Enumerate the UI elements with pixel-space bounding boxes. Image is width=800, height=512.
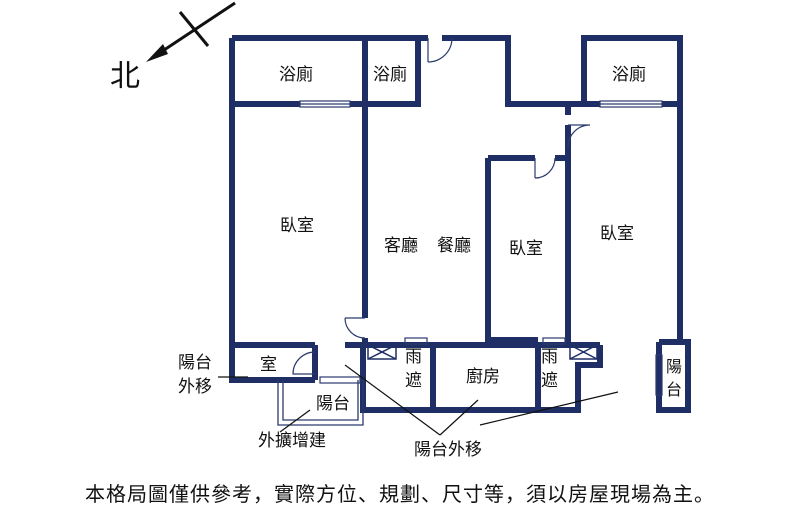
awning-right-wall xyxy=(535,345,603,413)
balcony-right-wall xyxy=(656,339,691,413)
floor-plan: 北 xyxy=(110,1,691,460)
window-awning-left xyxy=(404,337,428,345)
extension-outline xyxy=(277,380,364,426)
door-entry xyxy=(427,37,453,63)
room-bedroom-right: 臥室 xyxy=(600,224,634,244)
room-balcony-right-1: 陽 xyxy=(666,357,682,376)
door-bedroom-left xyxy=(344,317,366,339)
door-corridor xyxy=(567,124,591,148)
room-balcony-right-2: 台 xyxy=(666,380,682,399)
leader-lines xyxy=(218,364,619,436)
wall-bedroom-middle-left xyxy=(485,158,538,343)
room-storage: 室 xyxy=(260,355,277,375)
disclaimer-text: 本格局圖僅供參考，實際方位、規劃、尺寸等，須以房屋現場為主。 xyxy=(85,482,715,506)
walls xyxy=(229,35,691,413)
room-bath-right: 浴廁 xyxy=(612,64,646,85)
sliding-door-balcony xyxy=(319,376,361,384)
window-awning-right xyxy=(542,337,566,345)
room-awning-left-1: 雨 xyxy=(405,347,422,367)
annotations: 陽台 外移 外擴增建 陽台外移 xyxy=(178,353,482,460)
room-bath-middle: 浴廁 xyxy=(373,64,407,85)
room-dining: 餐廳 xyxy=(437,236,471,256)
room-living: 客廳 xyxy=(384,236,418,256)
note-balcony-moved-1: 陽台 xyxy=(178,353,212,373)
awning-left-wall xyxy=(360,345,436,413)
storage-wall xyxy=(229,345,315,383)
awning-marks xyxy=(367,344,598,360)
north-label: 北 xyxy=(110,59,140,94)
doors xyxy=(292,37,663,396)
room-awning-right-1: 雨 xyxy=(541,347,558,367)
room-bedroom-middle: 臥室 xyxy=(509,239,543,259)
room-balcony-bottom: 陽台 xyxy=(316,394,350,414)
room-bath-left: 浴廁 xyxy=(279,64,313,85)
room-labels: 浴廁 浴廁 浴廁 臥室 客廳 餐廳 臥室 臥室 室 雨 遮 廚房 雨 遮 陽台 … xyxy=(260,64,682,414)
compass: 北 xyxy=(110,1,236,94)
wall-bedroom-middle xyxy=(488,125,571,345)
compass-cross xyxy=(178,11,210,47)
room-bedroom-left: 臥室 xyxy=(280,216,314,236)
door-bedroom-middle xyxy=(534,157,556,179)
compass-arrowhead xyxy=(146,44,168,62)
sliding-door-balcony-right xyxy=(655,354,663,396)
note-balcony-moved-bottom: 陽台外移 xyxy=(414,440,482,460)
room-awning-left-2: 遮 xyxy=(405,371,422,391)
room-kitchen: 廚房 xyxy=(466,366,500,387)
room-awning-right-2: 遮 xyxy=(541,371,558,391)
wall-bath-left xyxy=(232,38,421,107)
note-extension: 外擴增建 xyxy=(258,431,326,451)
note-balcony-moved-2: 外移 xyxy=(178,377,212,397)
door-storage xyxy=(292,351,316,375)
